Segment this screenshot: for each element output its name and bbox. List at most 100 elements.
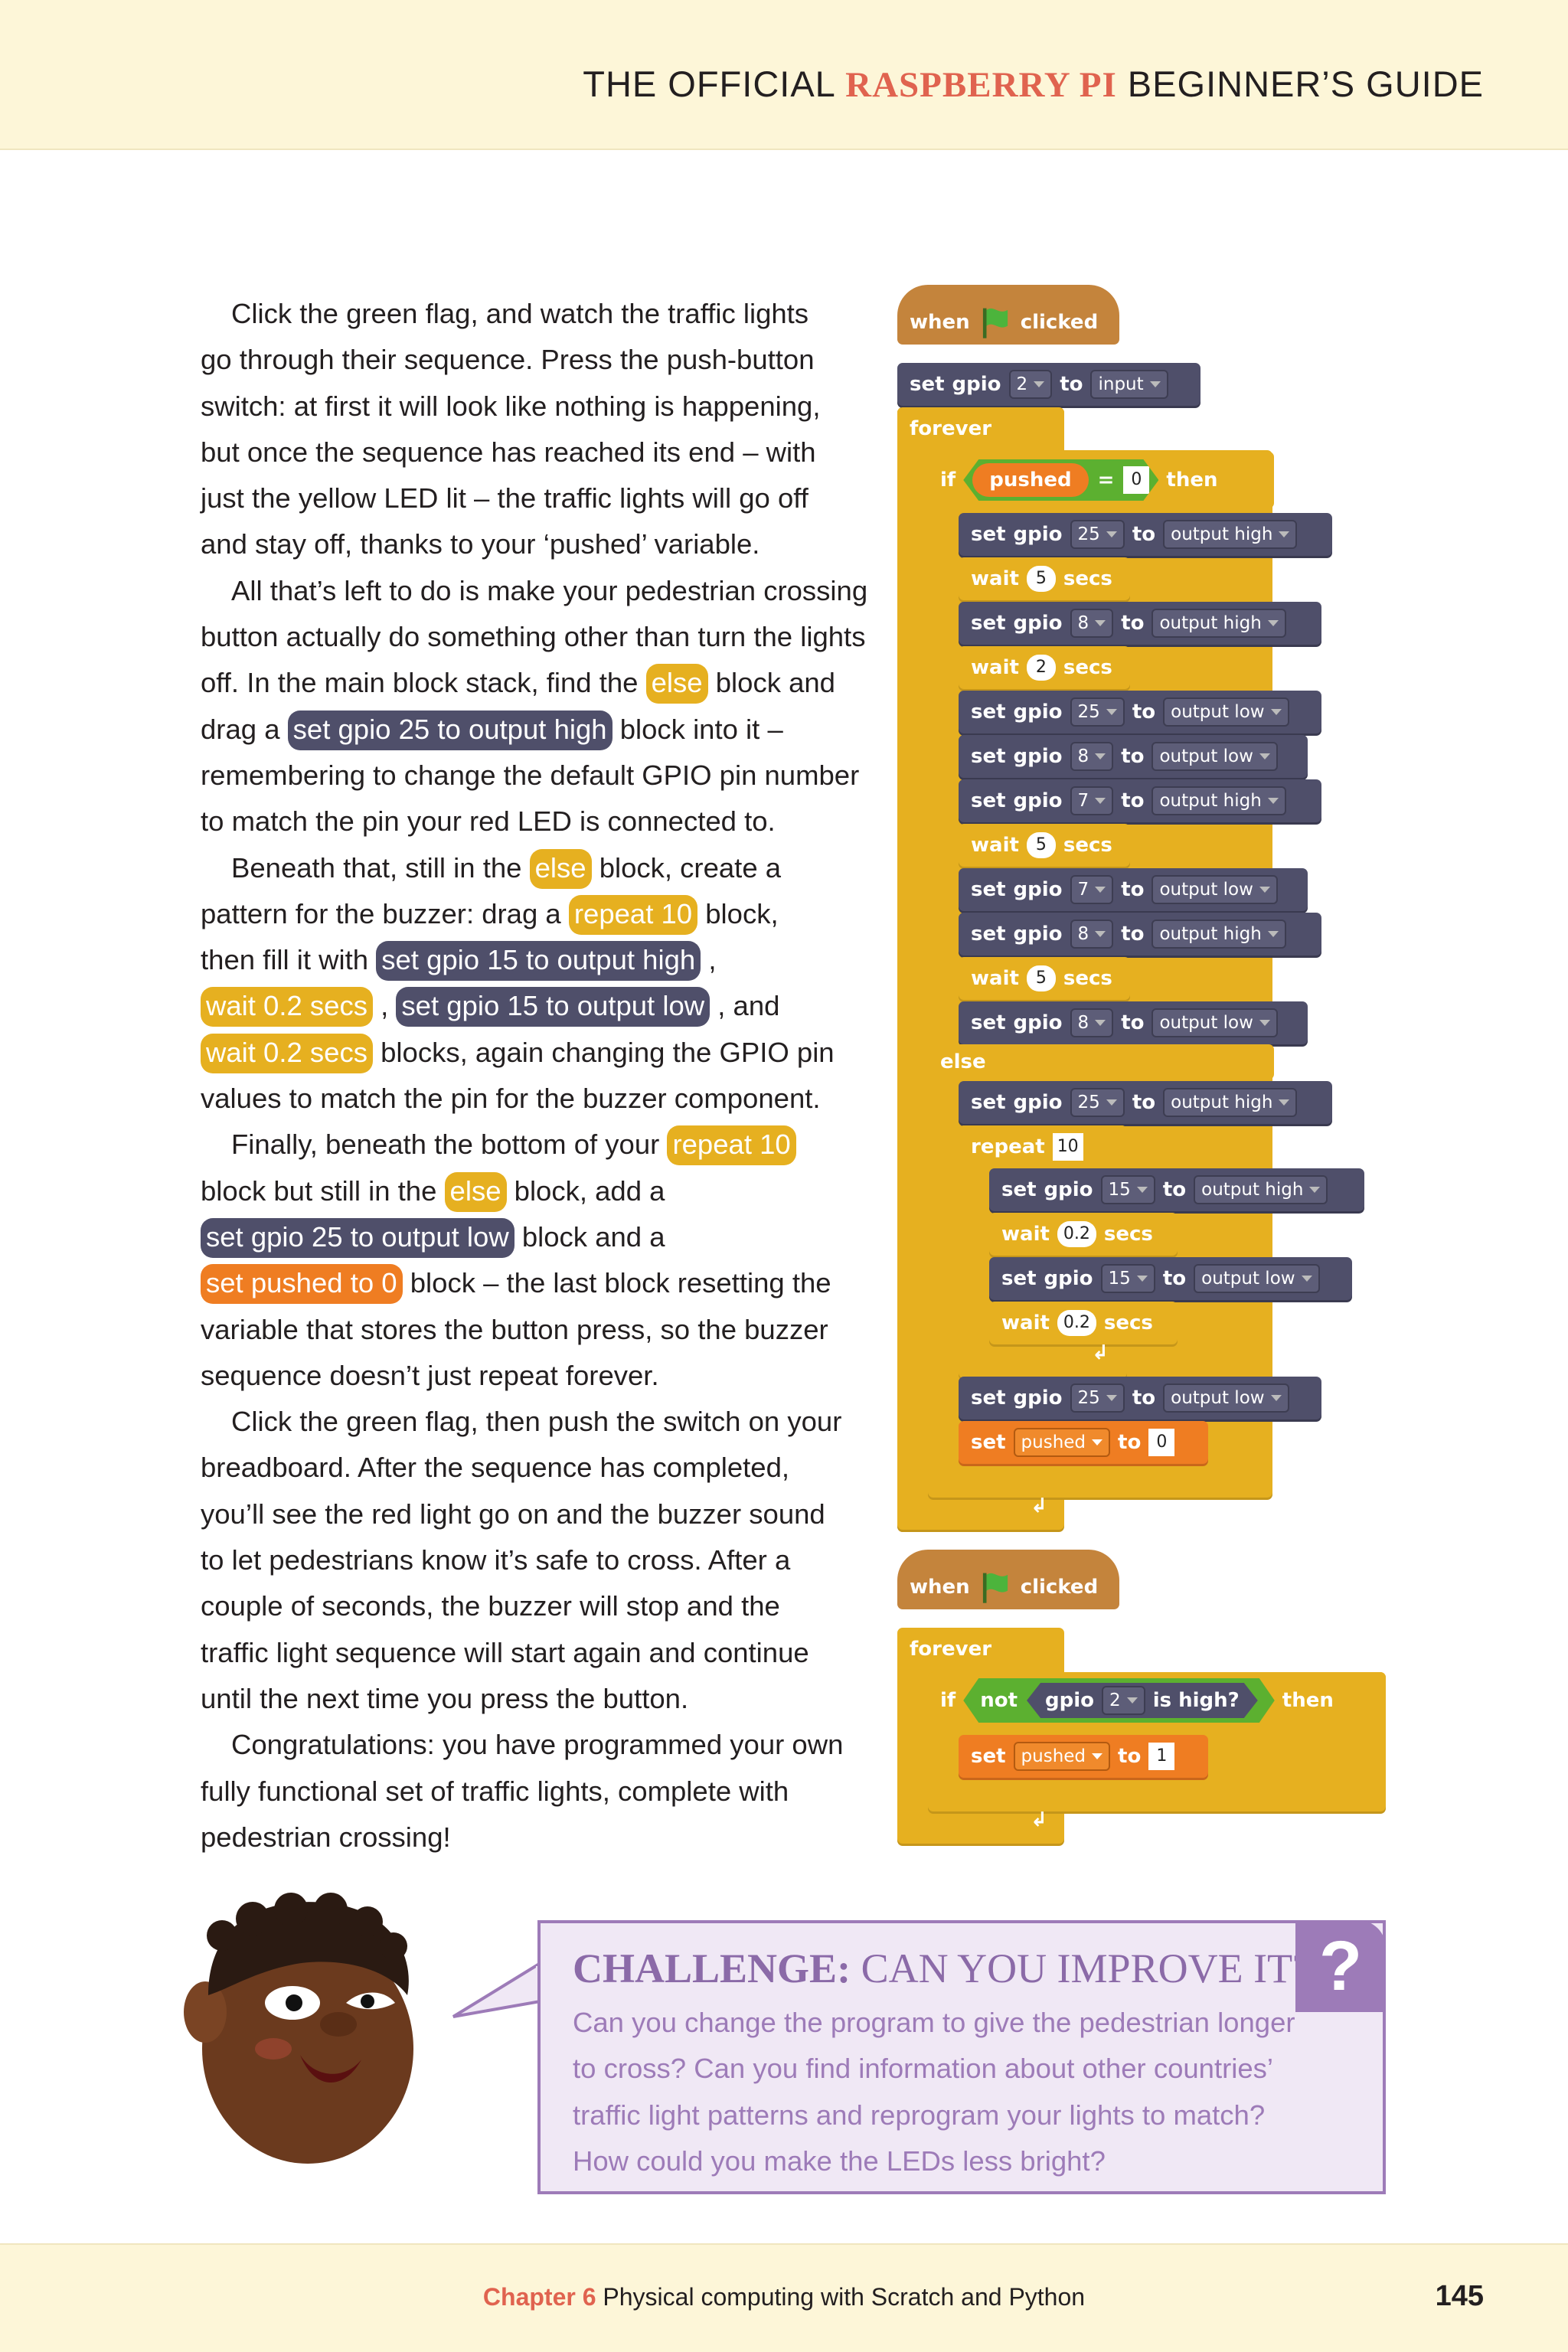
block-label: set bbox=[910, 373, 945, 396]
inline-block-set-gpio: set gpio 25 to output low bbox=[201, 1217, 514, 1258]
pin-dropdown[interactable]: 8 bbox=[1070, 920, 1114, 949]
text-line: traffic light patterns and reprogram you… bbox=[573, 2099, 1266, 2131]
block-label: then bbox=[1166, 469, 1218, 492]
mode-dropdown[interactable]: output high bbox=[1163, 520, 1298, 549]
pin-dropdown[interactable]: 7 bbox=[1070, 786, 1114, 815]
mode-dropdown[interactable]: output low bbox=[1152, 875, 1278, 904]
block-label: secs bbox=[1103, 1223, 1153, 1246]
block-label: when bbox=[910, 311, 970, 334]
text-line: block, add a bbox=[506, 1174, 665, 1207]
pin-dropdown[interactable]: 25 bbox=[1070, 697, 1125, 727]
pin-dropdown[interactable]: 2 bbox=[1008, 370, 1053, 399]
block-label: set bbox=[971, 745, 1006, 768]
loop-arrow-icon: ↲ bbox=[1031, 1494, 1047, 1517]
gpio-is-high-condition[interactable]: gpio 2 is high? bbox=[1027, 1683, 1258, 1718]
title-accent: RASPBERRY PI bbox=[845, 65, 1117, 105]
block-label: wait bbox=[971, 967, 1019, 990]
block-label: set bbox=[971, 923, 1006, 946]
pin-dropdown[interactable]: 15 bbox=[1100, 1264, 1155, 1293]
text-line: but once the sequence has reached its en… bbox=[201, 436, 816, 468]
value-input[interactable]: 5 bbox=[1026, 965, 1056, 991]
value-input[interactable]: 0.2 bbox=[1057, 1221, 1096, 1247]
value-input[interactable]: 10 bbox=[1052, 1133, 1083, 1161]
pin-dropdown[interactable]: 15 bbox=[1100, 1175, 1155, 1204]
mode-dropdown[interactable]: input bbox=[1090, 370, 1168, 399]
block-label: set bbox=[971, 1091, 1006, 1114]
value-input[interactable]: 2 bbox=[1026, 655, 1056, 681]
when-flag-clicked-block[interactable]: when clicked bbox=[897, 285, 1119, 345]
mode-dropdown[interactable]: output high bbox=[1194, 1175, 1328, 1204]
when-flag-clicked-block[interactable]: when clicked bbox=[897, 1550, 1119, 1609]
green-flag-icon bbox=[982, 1573, 1008, 1603]
block-label: is high? bbox=[1152, 1689, 1240, 1712]
if-then-block[interactable]: if not gpio 2 is high? then bbox=[928, 1672, 1386, 1729]
mode-dropdown[interactable]: output low bbox=[1163, 1383, 1289, 1413]
value-input[interactable]: 5 bbox=[1026, 832, 1056, 858]
pin-dropdown[interactable]: 25 bbox=[1070, 1088, 1125, 1117]
pin-dropdown[interactable]: 25 bbox=[1070, 520, 1125, 549]
inline-block-repeat: repeat 10 bbox=[568, 894, 698, 935]
value-input[interactable]: 5 bbox=[1026, 566, 1056, 592]
pin-dropdown[interactable]: 8 bbox=[1070, 742, 1114, 771]
mode-dropdown[interactable]: output high bbox=[1152, 609, 1286, 638]
if-then-block[interactable]: if pushed = 0 then bbox=[928, 452, 1274, 508]
value-input[interactable]: 0.2 bbox=[1057, 1310, 1096, 1336]
text-line: block, create a bbox=[591, 851, 782, 884]
block-label: to bbox=[1162, 1267, 1187, 1290]
pin-dropdown[interactable]: 2 bbox=[1102, 1686, 1145, 1715]
block-label: set bbox=[971, 1011, 1006, 1034]
forever-block[interactable]: forever bbox=[897, 1628, 1064, 1671]
pin-dropdown[interactable]: 25 bbox=[1070, 1383, 1125, 1413]
block-label: gpio bbox=[1013, 1011, 1063, 1034]
pushed-variable-reporter[interactable]: pushed bbox=[972, 463, 1088, 497]
forever-block[interactable]: forever bbox=[897, 407, 1064, 450]
block-label: to bbox=[1121, 789, 1145, 812]
value-input[interactable]: 0 bbox=[1123, 466, 1149, 494]
not-condition[interactable]: not gpio 2 is high? bbox=[963, 1678, 1275, 1723]
value-input[interactable]: 1 bbox=[1148, 1743, 1175, 1770]
value-input[interactable]: 0 bbox=[1148, 1429, 1175, 1456]
mode-dropdown[interactable]: output low bbox=[1152, 1008, 1278, 1037]
equals-condition[interactable]: pushed = 0 bbox=[963, 459, 1158, 501]
variable-dropdown[interactable]: pushed bbox=[1013, 1742, 1111, 1771]
green-flag-icon bbox=[982, 308, 1008, 338]
mode-dropdown[interactable]: output low bbox=[1163, 697, 1289, 727]
block-label: then bbox=[1282, 1689, 1334, 1712]
mode-dropdown[interactable]: output low bbox=[1152, 742, 1278, 771]
block-label: gpio bbox=[1044, 1267, 1093, 1290]
pin-dropdown[interactable]: 7 bbox=[1070, 875, 1114, 904]
pin-dropdown[interactable]: 8 bbox=[1070, 609, 1114, 638]
mode-dropdown[interactable]: output high bbox=[1163, 1088, 1298, 1117]
pin-dropdown[interactable]: 8 bbox=[1070, 1008, 1114, 1037]
title-suffix: BEGINNER’S GUIDE bbox=[1116, 64, 1484, 104]
forever-c-arm bbox=[897, 407, 928, 1530]
mode-dropdown[interactable]: output high bbox=[1152, 786, 1286, 815]
mode-dropdown[interactable]: output low bbox=[1194, 1264, 1320, 1293]
variable-dropdown[interactable]: pushed bbox=[1013, 1428, 1111, 1457]
inline-block-else: else bbox=[645, 664, 708, 704]
challenge-title: CHALLENGE: CAN YOU IMPROVE IT? bbox=[573, 1945, 1311, 1992]
mode-dropdown[interactable]: output high bbox=[1152, 920, 1286, 949]
